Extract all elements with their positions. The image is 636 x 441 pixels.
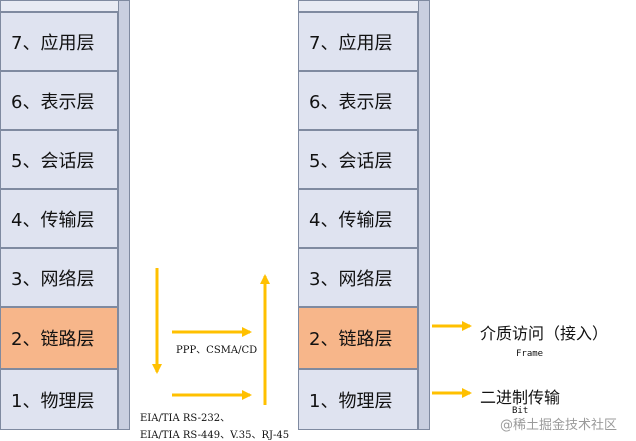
frame-label: Frame	[516, 349, 544, 359]
right-layer-network: 3、网络层	[298, 248, 418, 307]
right-layer-presentation: 6、表示层	[298, 71, 418, 130]
right-layer-application: 7、应用层	[298, 12, 418, 71]
right-layer-physical: 1、物理层	[298, 369, 418, 430]
left-layer-network: 3、网络层	[0, 248, 118, 307]
eia-label-line1: EIA/TIA RS-232、	[140, 413, 231, 424]
media-access-label: 介质访问（接入）	[480, 324, 609, 343]
right-stack-side-face	[418, 0, 430, 430]
bit-label: Bit	[512, 406, 529, 416]
left-layer-physical: 1、物理层	[0, 369, 118, 430]
left-layer-presentation: 6、表示层	[0, 71, 118, 130]
left-stack-side-face	[118, 0, 130, 430]
right-layer-session: 5、会话层	[298, 130, 418, 189]
right-layer-link: 2、链路层	[298, 307, 418, 369]
left-layer-transport: 4、传输层	[0, 189, 118, 248]
eia-label-line2: EIA/TIA RS-449、V.35、RJ-45	[140, 430, 290, 441]
left-layer-application: 7、应用层	[0, 12, 118, 71]
watermark: @稀土掘金技术社区	[500, 418, 618, 433]
left-layer-link: 2、链路层	[0, 307, 118, 369]
right-layer-transport: 4、传输层	[298, 189, 418, 248]
left-layer-session: 5、会话层	[0, 130, 118, 189]
binary-transmission-label: 二进制传输	[480, 388, 561, 407]
ppp-label: PPP、CSMA/CD	[176, 345, 258, 356]
